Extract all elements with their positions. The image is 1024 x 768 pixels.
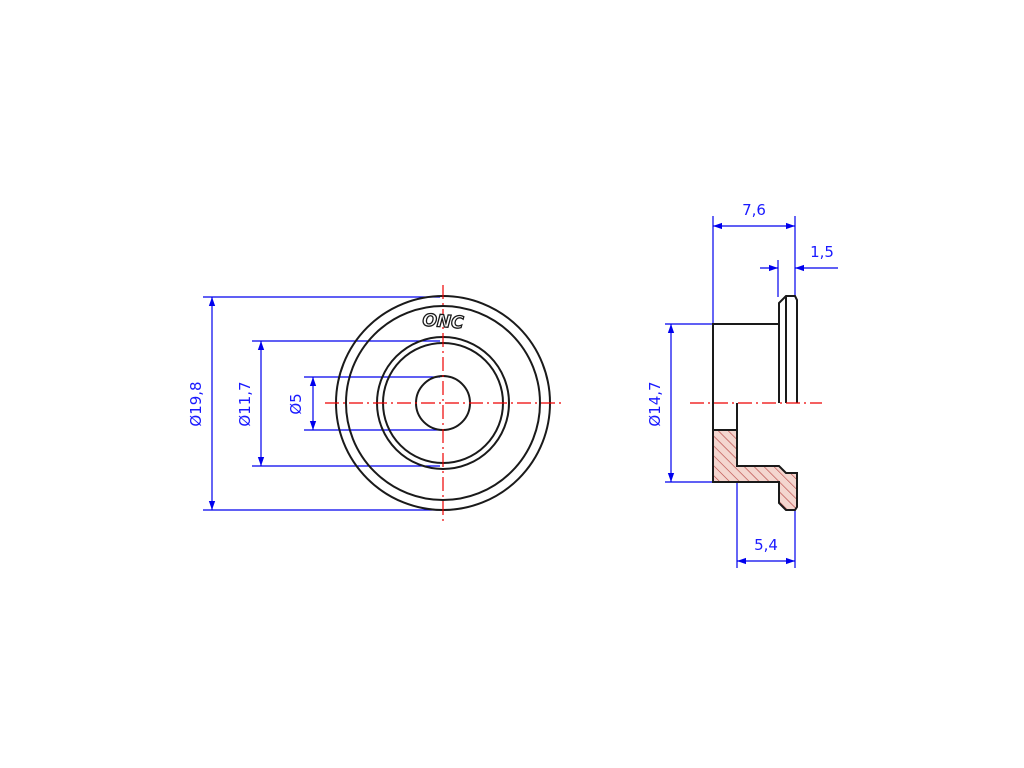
onc-logo-text: ONC [422,311,465,334]
upper-body-outline [712,295,798,403]
dim-flange-text: 1,5 [810,243,834,261]
step-circle [376,336,510,470]
side-view: 7,6 1,5 Ø14,7 5,4 [646,201,838,568]
section-hatch-body [712,429,798,511]
front-view: ONC Ø19,8 Ø11,7 Ø5 [187,285,565,525]
dim-length-text: 7,6 [742,201,766,219]
dim-body-length-text: 5,4 [754,536,778,554]
onc-logo: ONC [421,310,465,334]
side-extension-lines [665,216,796,568]
outer-chamfer-circle [345,305,541,501]
dim-outer-diameter: Ø19,8 [187,381,205,426]
front-extension-lines [203,296,440,511]
dim-bore-diameter: Ø5 [287,393,305,414]
dim-step-diameter: Ø11,7 [236,381,254,426]
dim-body-diameter-text: Ø14,7 [646,381,664,426]
